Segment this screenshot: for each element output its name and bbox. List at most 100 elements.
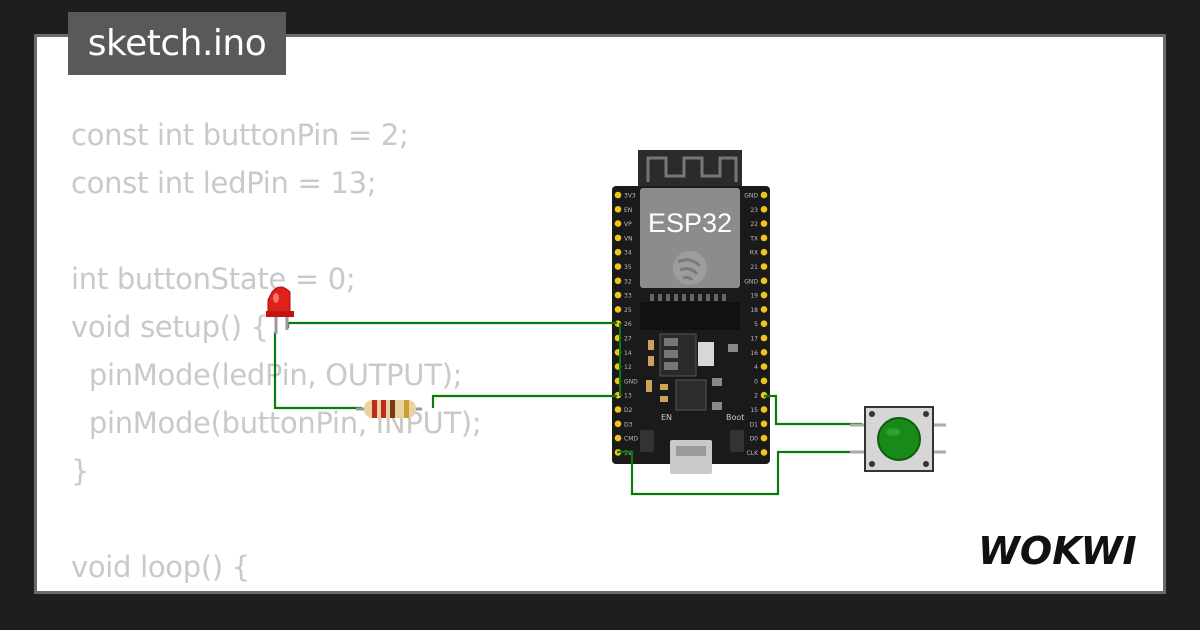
pin-label: 26 xyxy=(624,321,632,328)
pin-label: GND xyxy=(744,193,758,200)
red-led[interactable] xyxy=(266,286,294,334)
pin-label: 15 xyxy=(750,407,758,414)
code-line: const int ledPin = 13; xyxy=(71,166,377,200)
pin-label: 27 xyxy=(624,336,632,343)
wire-resistor-to-gnd[interactable] xyxy=(431,394,617,408)
pin-label: 34 xyxy=(624,250,632,257)
pin-right[interactable] xyxy=(760,206,768,213)
wokwi-logo-icon: WOKWI xyxy=(978,529,1137,573)
pin-label: D2 xyxy=(624,407,633,414)
esp32-board[interactable]: ESP32 EN Boot xyxy=(612,150,770,474)
en-button[interactable] xyxy=(640,430,654,452)
pin-right[interactable] xyxy=(760,363,768,370)
pin-label: 25 xyxy=(624,307,632,314)
pin-label: 2 xyxy=(754,393,758,400)
code-line: pinMode(ledPin, OUTPUT); xyxy=(71,358,463,392)
pin-label: 0 xyxy=(754,378,758,385)
pin-label: 13 xyxy=(624,393,632,400)
pin-label: TX xyxy=(749,235,758,242)
wire-led-to-pin13[interactable] xyxy=(286,321,617,328)
module-shield xyxy=(640,188,740,288)
pin-label: VP xyxy=(624,221,632,228)
pin-label: D3 xyxy=(624,421,633,428)
pin-label: 14 xyxy=(624,350,632,357)
pin-left[interactable] xyxy=(614,291,622,299)
boot-label: Boot xyxy=(726,413,744,422)
pin-left[interactable] xyxy=(614,306,622,313)
pin-left[interactable] xyxy=(614,248,622,256)
pin-label: RX xyxy=(750,250,758,257)
antenna-area xyxy=(638,150,742,190)
pin-label: GND xyxy=(624,378,638,385)
pin-label: D1 xyxy=(750,421,759,428)
pushbutton[interactable] xyxy=(850,406,946,472)
module-pads xyxy=(650,294,726,301)
pin-left[interactable] xyxy=(614,406,622,413)
pin-left[interactable] xyxy=(614,220,622,227)
pin-label: 5 xyxy=(754,321,758,328)
pin-left[interactable] xyxy=(614,277,622,285)
file-name-tab[interactable]: sketch.ino xyxy=(68,12,286,75)
espressif-logo-icon xyxy=(673,251,707,285)
pin-label: 5V xyxy=(624,450,633,457)
pin-label: D0 xyxy=(750,436,759,443)
pin-label: 33 xyxy=(624,293,632,300)
pin-right[interactable] xyxy=(760,191,768,199)
pin-label: CMD xyxy=(624,436,638,443)
module-base xyxy=(640,302,740,330)
pin-left[interactable] xyxy=(614,420,622,428)
pin-label: CLK xyxy=(747,450,760,457)
pin-left[interactable] xyxy=(614,434,622,442)
pin-right[interactable] xyxy=(760,406,768,413)
preview-card: const int buttonPin = 2;const int ledPin… xyxy=(34,34,1166,594)
wokwi-logo: WOKWI xyxy=(976,528,1152,582)
pin-label: 16 xyxy=(750,350,758,357)
pin-left[interactable] xyxy=(614,234,622,242)
pin-label: 12 xyxy=(624,364,632,371)
pin-right[interactable] xyxy=(760,449,768,456)
usb-opening xyxy=(676,446,706,456)
pin-right[interactable] xyxy=(760,420,768,428)
wire-button-to-3v3[interactable] xyxy=(617,450,862,496)
pin-left[interactable] xyxy=(614,206,622,213)
pin-right[interactable] xyxy=(760,377,768,385)
wire-led-to-resistor[interactable] xyxy=(273,332,362,410)
en-label: EN xyxy=(661,413,672,422)
smd-components xyxy=(646,333,738,411)
code-line: void setup() { xyxy=(71,310,269,344)
pin-label: 4 xyxy=(754,364,758,371)
button-cap[interactable] xyxy=(877,417,921,461)
pin-right[interactable] xyxy=(760,220,768,227)
pin-right[interactable] xyxy=(760,277,768,285)
pin-right[interactable] xyxy=(760,306,768,313)
pin-right[interactable] xyxy=(760,291,768,299)
pin-left[interactable] xyxy=(614,191,622,199)
pin-right[interactable] xyxy=(760,334,768,342)
wokwi-wordmark: WOKWI xyxy=(978,529,1137,573)
pin-label: 3V3 xyxy=(624,193,636,200)
pin-right[interactable] xyxy=(760,320,768,328)
pin-label: 19 xyxy=(750,293,758,300)
wire-pin2-to-button[interactable] xyxy=(764,394,862,426)
pin-right[interactable] xyxy=(760,349,768,356)
usb-port xyxy=(670,440,712,474)
pin-right[interactable] xyxy=(760,234,768,242)
pin-left[interactable] xyxy=(614,263,622,270)
resistor[interactable] xyxy=(356,400,422,418)
pin-right[interactable] xyxy=(760,248,768,256)
pin-right[interactable] xyxy=(760,263,768,270)
pin-right[interactable] xyxy=(760,434,768,442)
pin-label: 22 xyxy=(750,221,758,228)
antenna-trace xyxy=(646,156,738,182)
boot-button[interactable] xyxy=(730,430,744,452)
module-label: ESP32 xyxy=(648,208,732,238)
pin-label: 35 xyxy=(624,264,632,271)
code-preview: const int buttonPin = 2;const int ledPin… xyxy=(71,111,627,591)
pin-label: 23 xyxy=(750,207,758,214)
file-name-label: sketch.ino xyxy=(87,23,267,64)
pin-label: EN xyxy=(624,207,632,214)
pin-label: 32 xyxy=(624,278,632,285)
code-line: int buttonState = 0; xyxy=(71,262,356,296)
